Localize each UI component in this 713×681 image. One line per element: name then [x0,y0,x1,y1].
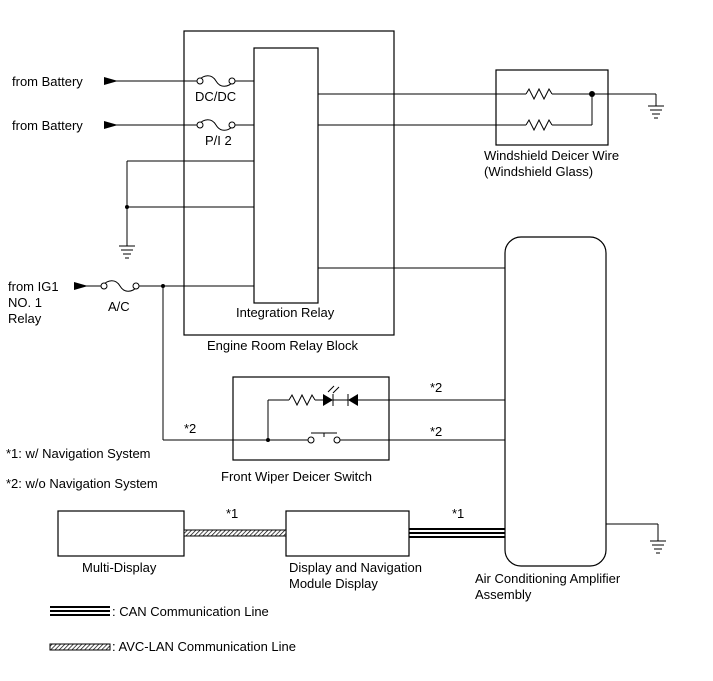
marker-1-right: *1 [452,506,464,521]
ig1-label-line3: Relay [8,311,42,326]
windshield-deicer-wire-box [495,69,609,146]
fuse-label-ac: A/C [108,299,130,314]
indicator-led-icon [323,385,340,406]
deicer-wiring [318,87,664,132]
battery-input-1 [104,75,254,87]
marker-2-top: *2 [430,380,442,395]
relay-block-ground-wiring [119,160,254,259]
ac-amplifier-label-line2: Assembly [475,587,532,602]
note-1: *1: w/ Navigation System [6,446,151,461]
ground-icon [650,540,666,554]
battery-label-2: from Battery [12,118,83,133]
engine-room-relay-block-label: Engine Room Relay Block [207,338,359,353]
marker-2-bottom: *2 [430,424,442,439]
multi-display-box [57,510,185,557]
integration-relay-label: Integration Relay [236,305,335,320]
note-2: *2: w/o Navigation System [6,476,158,491]
heater-resistor-icon [525,87,553,101]
front-wiper-deicer-switch-label: Front Wiper Deicer Switch [221,469,372,484]
fuse-dcdc-icon [197,75,235,87]
legend-avc-symbol [49,643,111,651]
legend-can-label: : CAN Communication Line [112,604,269,619]
display-nav-label-line2: Module Display [289,576,378,591]
fuse-label-dcdc: DC/DC [195,89,236,104]
battery-input-2 [104,119,254,131]
ground-icon [648,105,664,119]
ig1-input [74,280,268,441]
front-wiper-deicer-switch-box [232,376,390,461]
integration-relay-box [253,47,319,304]
ground-icon [119,245,135,259]
amplifier-ground [606,523,666,554]
windshield-deicer-label: Windshield Deicer Wire [484,148,619,163]
multi-display-label: Multi-Display [82,560,157,575]
fuse-ac-icon [101,280,139,292]
ig1-label-line2: NO. 1 [8,295,42,310]
heater-resistor-icon [525,118,553,132]
fuse-pi2-icon [197,119,235,131]
ac-amplifier-label: Air Conditioning Amplifier [475,571,621,586]
marker-2-left: *2 [184,421,196,436]
can-line [409,528,505,538]
battery-label-1: from Battery [12,74,83,89]
avc-lan-line [183,529,287,537]
marker-1-left: *1 [226,506,238,521]
display-navigation-module-box [285,510,410,557]
diode-icon [347,394,358,406]
resistor-icon [288,393,316,407]
ac-amplifier-box [504,236,607,567]
fuse-label-pi2: P/I 2 [205,133,232,148]
switch-contact-icon [307,432,341,444]
legend-avc-label: : AVC-LAN Communication Line [112,639,296,654]
switch-internal-circuit [266,385,505,444]
legend-can-symbol [50,606,110,616]
ig1-label: from IG1 [8,279,59,294]
display-nav-label: Display and Navigation [289,560,422,575]
windshield-deicer-label-line2: (Windshield Glass) [484,164,593,179]
